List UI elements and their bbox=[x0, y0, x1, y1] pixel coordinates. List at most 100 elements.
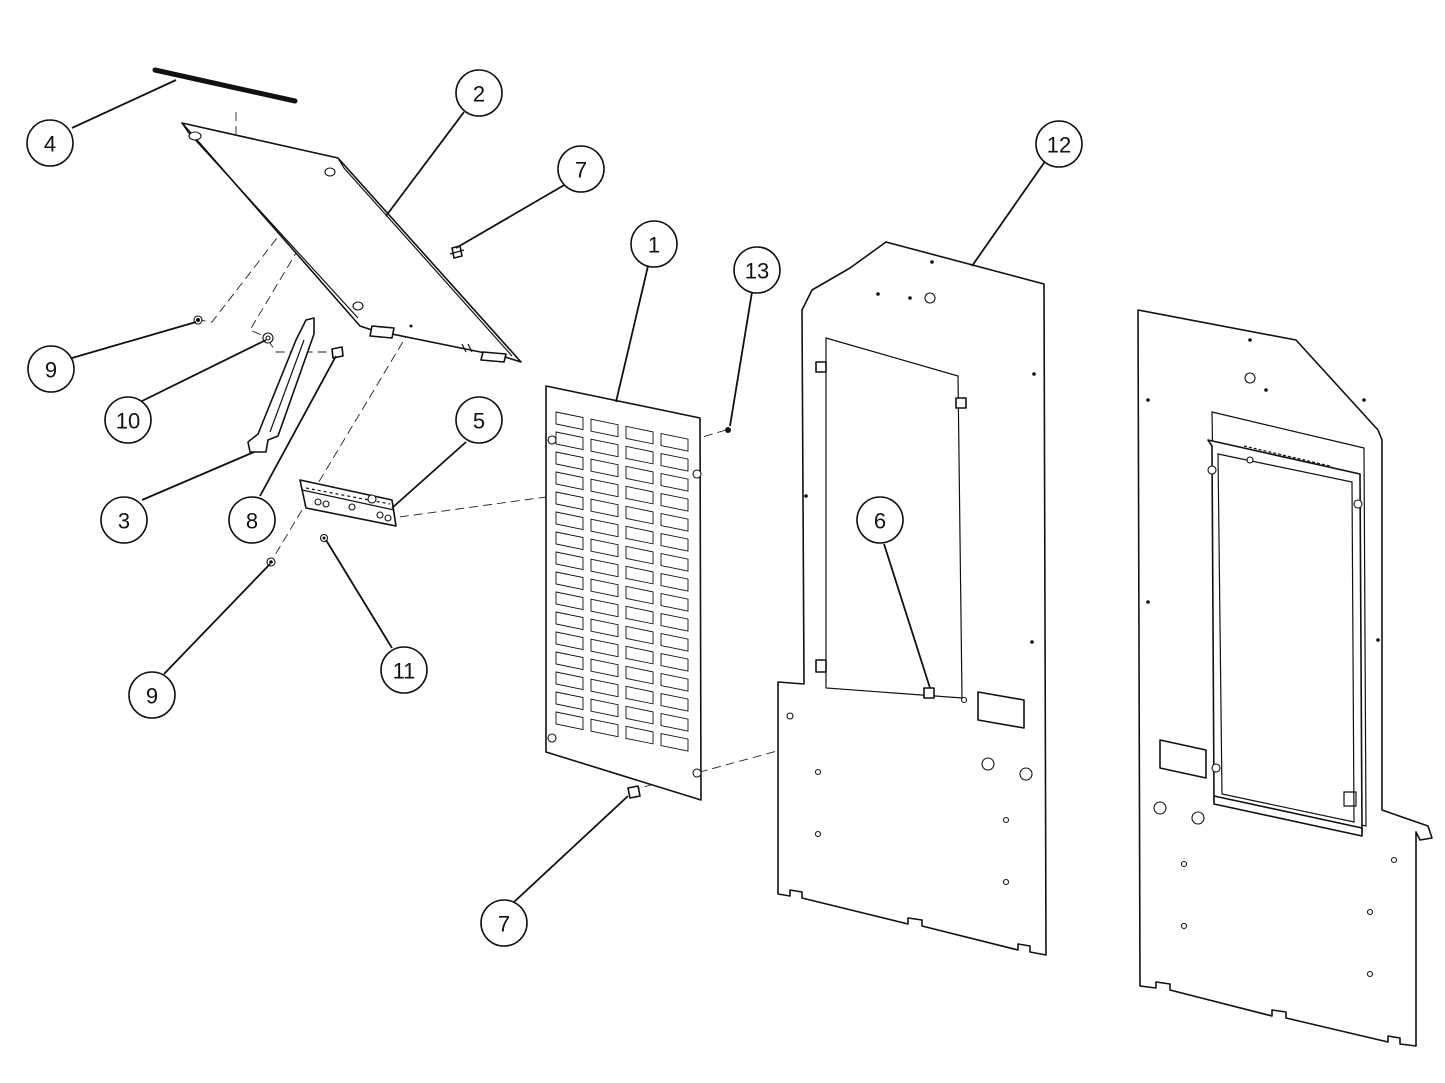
grille-slot bbox=[625, 425, 654, 445]
callout-label: 9 bbox=[146, 684, 158, 709]
part-11-nut bbox=[319, 533, 329, 543]
grille-slot bbox=[590, 478, 619, 498]
grille-slot bbox=[625, 665, 654, 685]
grille-slot bbox=[555, 691, 584, 711]
callout-c7a: 7 bbox=[557, 145, 605, 193]
part-13-nut bbox=[725, 427, 731, 433]
callout-label: 1 bbox=[648, 233, 660, 258]
grille-slot bbox=[660, 672, 689, 692]
callout-circle bbox=[630, 220, 678, 268]
callout-c1: 1 bbox=[630, 220, 678, 268]
grille-slot bbox=[555, 511, 584, 531]
grille-slot bbox=[660, 592, 689, 612]
grille-slot bbox=[660, 532, 689, 552]
callout-label: 9 bbox=[45, 358, 57, 383]
grille-slot bbox=[590, 438, 619, 458]
grille-slot bbox=[555, 631, 584, 651]
callout-c10: 10 bbox=[104, 396, 152, 444]
grille-slot bbox=[660, 712, 689, 732]
callout-circle bbox=[128, 671, 176, 719]
grille-slot bbox=[555, 611, 584, 631]
callout-label: 7 bbox=[575, 158, 587, 183]
callout-circle bbox=[27, 345, 75, 393]
grille-slots bbox=[555, 411, 689, 752]
part-7-screw-lower bbox=[627, 785, 641, 799]
callout-c11: 11 bbox=[380, 646, 428, 694]
grille-slot bbox=[625, 605, 654, 625]
grille-slot bbox=[590, 678, 619, 698]
grille-slot bbox=[555, 491, 584, 511]
grille-slot bbox=[590, 498, 619, 518]
grille-slot bbox=[590, 458, 619, 478]
callout-c5: 5 bbox=[455, 396, 503, 444]
grille-slot bbox=[555, 551, 584, 571]
callout-circle bbox=[856, 496, 904, 544]
grille-slot bbox=[590, 658, 619, 678]
callout-label: 13 bbox=[745, 259, 769, 284]
callout-c12: 12 bbox=[1035, 120, 1083, 168]
grille-slot bbox=[555, 571, 584, 591]
callout-c9b: 9 bbox=[128, 671, 176, 719]
grille-slot bbox=[660, 452, 689, 472]
callout-c6: 6 bbox=[856, 496, 904, 544]
grille-slot bbox=[625, 465, 654, 485]
grille-slot bbox=[660, 732, 689, 752]
grille-slot bbox=[660, 612, 689, 632]
grille-slot bbox=[590, 418, 619, 438]
grille-slot bbox=[590, 618, 619, 638]
grille-slot bbox=[660, 512, 689, 532]
grille-slot bbox=[555, 451, 584, 471]
callout-label: 12 bbox=[1047, 133, 1071, 158]
grille-slot bbox=[590, 718, 619, 738]
callout-circle bbox=[455, 69, 503, 117]
grille-slot bbox=[590, 518, 619, 538]
callout-label: 2 bbox=[473, 82, 485, 107]
callout-c9a: 9 bbox=[27, 345, 75, 393]
callout-circle bbox=[455, 396, 503, 444]
grille-slot bbox=[590, 598, 619, 618]
grille-slot bbox=[555, 531, 584, 551]
callout-bubbles: 4 2 7 12 1 13 9 10 5 3 8 6 11 9 7 bbox=[26, 69, 1083, 947]
grille-slot bbox=[625, 505, 654, 525]
grille-slot bbox=[625, 585, 654, 605]
grille-slot bbox=[555, 411, 584, 431]
grille-slot bbox=[625, 525, 654, 545]
rear-side-panel bbox=[1137, 309, 1433, 1047]
callout-label: 6 bbox=[874, 509, 886, 534]
part-8-bolt bbox=[331, 346, 344, 359]
callout-circle bbox=[733, 246, 781, 294]
callout-label: 10 bbox=[116, 409, 140, 434]
callout-label: 7 bbox=[498, 912, 510, 937]
grille-slot bbox=[590, 538, 619, 558]
part-3-hinge-arm bbox=[247, 317, 315, 453]
callout-circle bbox=[100, 496, 148, 544]
callout-c2: 2 bbox=[455, 69, 503, 117]
grille-slot bbox=[625, 645, 654, 665]
callout-circle bbox=[557, 145, 605, 193]
grille-slot bbox=[555, 651, 584, 671]
callout-circle bbox=[26, 119, 74, 167]
callout-c4: 4 bbox=[26, 119, 74, 167]
grille-slot bbox=[555, 711, 584, 731]
callout-c13: 13 bbox=[733, 246, 781, 294]
grille-slot bbox=[660, 632, 689, 652]
grille-slot bbox=[660, 552, 689, 572]
grille-slot bbox=[625, 705, 654, 725]
callout-label: 11 bbox=[393, 659, 416, 684]
callout-c8: 8 bbox=[228, 496, 276, 544]
grille-slot bbox=[625, 545, 654, 565]
grille-slot bbox=[625, 725, 654, 745]
part-5-hinge-bracket bbox=[299, 479, 397, 527]
grille-slot bbox=[625, 445, 654, 465]
part-2-top-panel bbox=[181, 122, 522, 363]
grille-slot bbox=[555, 471, 584, 491]
grille-slot bbox=[625, 625, 654, 645]
callout-c3: 3 bbox=[100, 496, 148, 544]
grille-slot bbox=[555, 591, 584, 611]
grille-slot bbox=[660, 692, 689, 712]
callout-label: 5 bbox=[473, 409, 485, 434]
callout-circle bbox=[480, 899, 528, 947]
grille-slot bbox=[625, 565, 654, 585]
